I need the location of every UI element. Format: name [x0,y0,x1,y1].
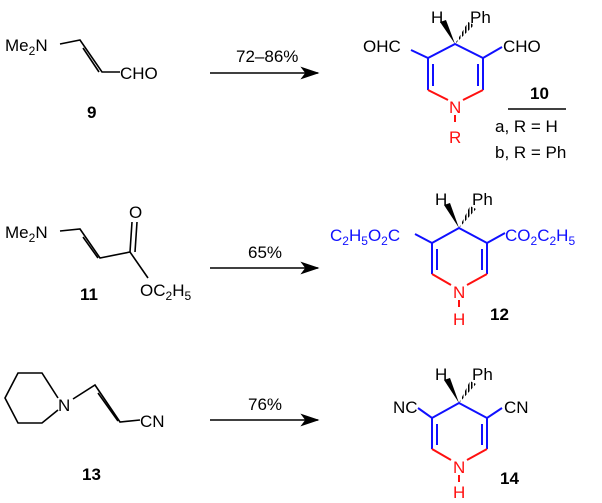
reaction-arrow-3: 76% [210,395,320,427]
compound-label: 11 [80,285,98,304]
group-label: CHO [120,64,158,83]
reactant-11: Me2N O OC2H5 11 [5,203,191,304]
variant-a: a, R = H [495,117,558,136]
ph-label: Ph [472,365,493,384]
h-label: H [435,365,447,384]
group-label: OC2H5 [140,281,191,303]
product-14: H Ph NC CN N H 14 [393,365,529,502]
product-12: H Ph C2H5O2C CO2C2H5 N H 12 [330,190,575,329]
compound-label: 12 [490,305,509,324]
ring-nitrogen: N [453,283,465,302]
yield-label: 65% [248,243,282,262]
ph-label: Ph [470,8,491,27]
amine-label: Me2N [5,223,48,245]
reactant-13: N CN 13 [4,372,165,484]
group-label: CN [140,412,165,431]
n-substituent: H [453,310,465,329]
left-substituent: C2H5O2C [330,226,400,248]
ph-label: Ph [472,190,493,209]
h-label: H [431,8,443,27]
left-substituent: NC [393,398,418,417]
reactant-9: Me2N CHO 9 [5,36,158,122]
ring-nitrogen: N [453,458,465,477]
compound-label: 13 [82,465,101,484]
product-10: H Ph OHC CHO N R 10 a, R = H b, R = Ph [363,8,566,162]
reaction-arrow-2: 65% [210,243,320,275]
reaction-arrow-1: 72–86% [210,47,320,80]
variant-b: b, R = Ph [495,143,566,162]
left-substituent: OHC [363,37,401,56]
n-substituent: R [449,128,461,147]
h-label: H [435,190,447,209]
yield-label: 76% [248,395,282,414]
compound-label: 10 [530,84,549,103]
ring-nitrogen: N [449,98,461,117]
compound-label: 9 [87,103,96,122]
right-substituent: CN [504,398,529,417]
right-substituent: CHO [503,37,541,56]
carbonyl-oxygen: O [129,203,142,222]
compound-label: 14 [500,469,519,488]
yield-label: 72–86% [236,47,298,66]
amine-label: N [58,396,70,415]
amine-label: Me2N [5,36,48,58]
n-substituent: H [453,483,465,502]
right-substituent: CO2C2H5 [505,226,575,248]
